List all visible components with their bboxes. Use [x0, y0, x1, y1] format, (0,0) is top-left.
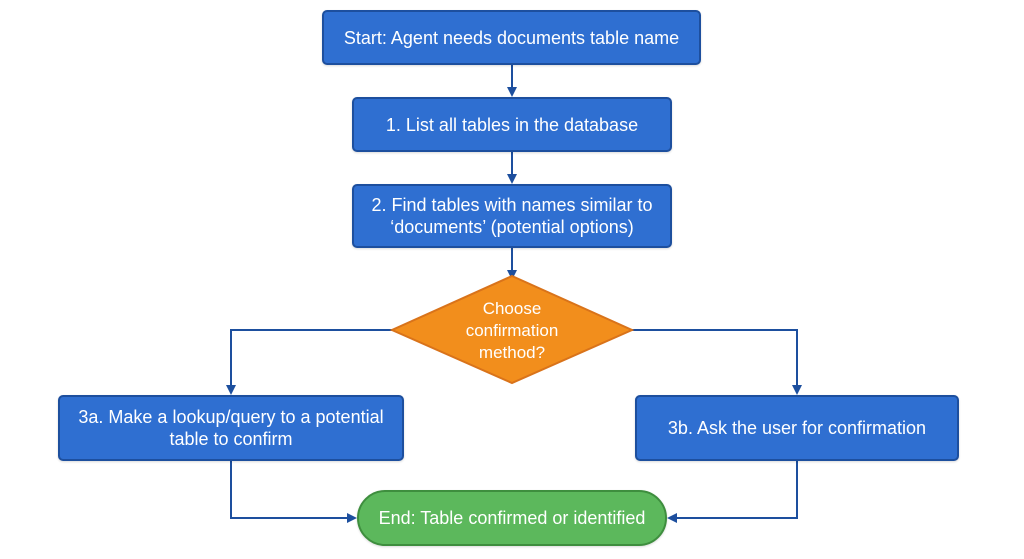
step3a-node: 3a. Make a lookup/query to a potential t…: [58, 395, 404, 461]
step3b-node: 3b. Ask the user for confirmation: [635, 395, 959, 461]
start-node-label: Start: Agent needs documents table name: [343, 27, 680, 48]
decision-label: Choose confirmation method?: [465, 299, 559, 362]
step3a-node-label: 3a. Make a lookup/query to a potential t…: [78, 407, 384, 449]
step2-node: 2. Find tables with names similar to ‘do…: [352, 184, 672, 248]
decision-diamond: [389, 274, 635, 385]
arrow-decision-to-step3a: [226, 329, 392, 395]
step1-node: 1. List all tables in the database: [352, 97, 672, 152]
arrow-step3a-to-end: [230, 461, 357, 523]
arrow-step3b-to-end: [667, 461, 798, 523]
start-node: Start: Agent needs documents table name: [322, 10, 701, 65]
step1-node-label: 1. List all tables in the database: [385, 114, 639, 135]
end-node: End: Table confirmed or identified: [357, 490, 667, 546]
step3b-node-label: 3b. Ask the user for confirmation: [667, 418, 927, 438]
end-node-label: End: Table confirmed or identified: [378, 508, 646, 528]
step2-node-label: 2. Find tables with names similar to ‘do…: [371, 195, 653, 237]
arrow-decision-to-step3b: [632, 329, 802, 395]
